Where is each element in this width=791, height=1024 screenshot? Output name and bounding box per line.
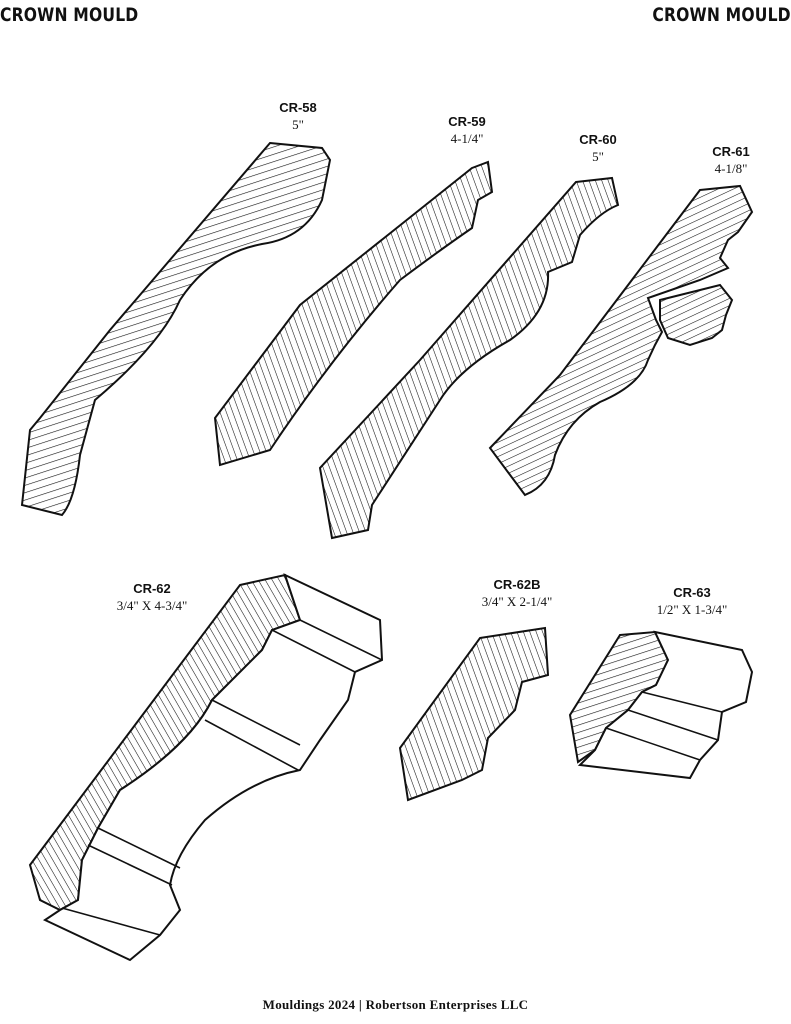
profile-cr-62b-drawing (398, 626, 550, 802)
profile-code: CR-62B (493, 577, 541, 592)
page-title-right: CROWN MOULD (652, 4, 791, 26)
profile-label-cr-63: CR-63 1/2" X 1-3/4" (622, 584, 762, 618)
profile-cr-61-detail (659, 283, 734, 347)
profile-label-cr-60: CR-60 5" (528, 131, 668, 165)
profile-label-cr-59: CR-59 4-1/4" (397, 113, 537, 147)
profile-size: 3/4" X 4-3/4" (116, 598, 188, 613)
page-title-left: CROWN MOULD (0, 4, 139, 26)
profile-code: CR-63 (673, 585, 711, 600)
profile-code: CR-58 (279, 100, 317, 115)
profile-label-cr-58: CR-58 5" (228, 99, 368, 133)
profile-code: CR-62 (133, 581, 171, 596)
profile-size: 1/2" X 1-3/4" (656, 602, 728, 617)
profile-cr-62-lines (61, 619, 383, 936)
profile-label-cr-61: CR-61 4-1/8" (661, 143, 791, 177)
profile-cr-58-drawing (20, 141, 332, 517)
profile-cr-59-drawing (213, 160, 494, 467)
profile-label-cr-62b: CR-62B 3/4" X 2-1/4" (447, 576, 587, 610)
profile-size: 4-1/4" (450, 131, 484, 146)
profile-cr-62-face (42, 573, 384, 962)
profile-size: 3/4" X 2-1/4" (481, 594, 553, 609)
profile-code: CR-61 (712, 144, 750, 159)
profile-size: 4-1/8" (714, 161, 748, 176)
page-footer: Mouldings 2024 | Robertson Enterprises L… (262, 997, 529, 1012)
profile-cr-63-face (577, 630, 754, 780)
profile-cr-61-drawing (488, 184, 754, 497)
profile-size: 5" (292, 117, 304, 132)
profile-label-cr-62: CR-62 3/4" X 4-3/4" (82, 580, 222, 614)
profile-code: CR-59 (448, 114, 486, 129)
profile-cr-63-lines (605, 691, 723, 761)
profile-size: 5" (592, 149, 604, 164)
profile-code: CR-60 (579, 132, 617, 147)
profile-cr-60-drawing (318, 176, 620, 540)
